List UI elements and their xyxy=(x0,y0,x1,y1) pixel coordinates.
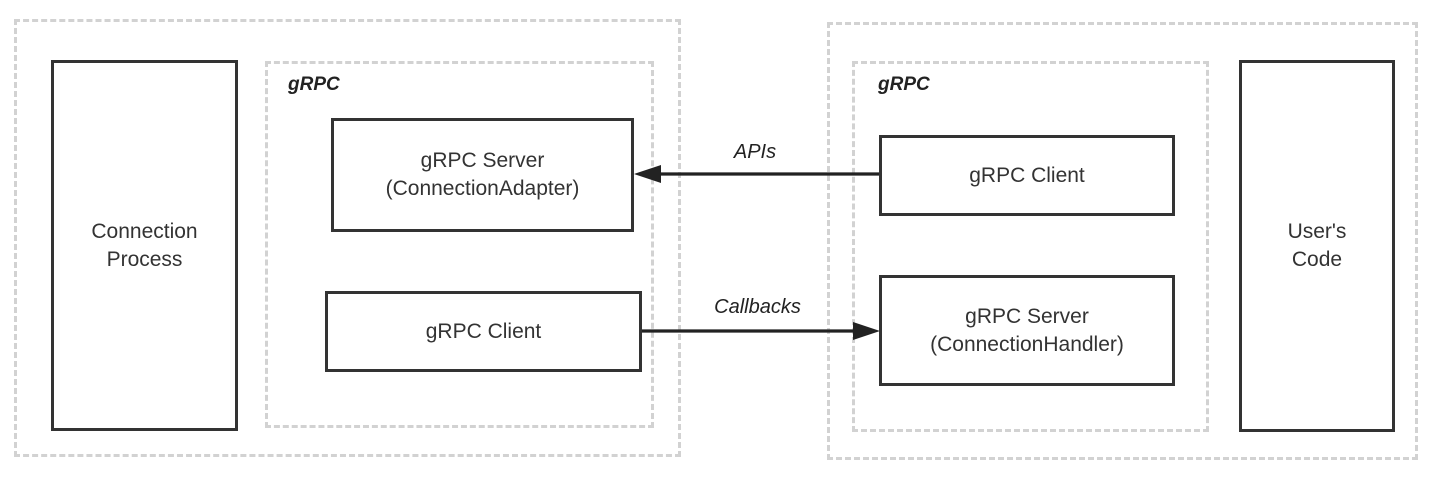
node-grpc-server-connection-handler-label: gRPC Server (ConnectionHandler) xyxy=(930,304,1124,356)
group-connection-process-outer xyxy=(14,19,681,457)
edge-label-callbacks: Callbacks xyxy=(714,296,801,318)
node-grpc-client-left-label: gRPC Client xyxy=(425,319,542,343)
node-users-code[interactable]: User's Code xyxy=(1239,60,1395,432)
node-grpc-client-left[interactable]: gRPC Client xyxy=(325,291,642,372)
node-grpc-client-right[interactable]: gRPC Client xyxy=(879,135,1175,216)
group-grpc-left xyxy=(265,61,654,428)
edge-label-apis: APIs xyxy=(733,141,777,163)
node-grpc-client-right-label: gRPC Client xyxy=(969,163,1085,187)
node-grpc-server-connection-adapter-label: gRPC Server (ConnectionAdapter) xyxy=(385,149,580,200)
node-users-code-label: User's Code xyxy=(1287,220,1347,271)
node-grpc-server-connection-adapter[interactable]: gRPC Server (ConnectionAdapter) xyxy=(331,118,634,232)
group-users-code-outer xyxy=(827,22,1418,460)
node-connection-process[interactable]: Connection Process xyxy=(51,60,238,431)
group-label-grpc-left: gRPC xyxy=(288,74,340,95)
node-connection-process-label: Connection Process xyxy=(91,219,198,271)
group-grpc-right xyxy=(852,61,1209,432)
group-label-grpc-right: gRPC xyxy=(878,74,930,95)
node-grpc-server-connection-handler[interactable]: gRPC Server (ConnectionHandler) xyxy=(879,275,1175,386)
